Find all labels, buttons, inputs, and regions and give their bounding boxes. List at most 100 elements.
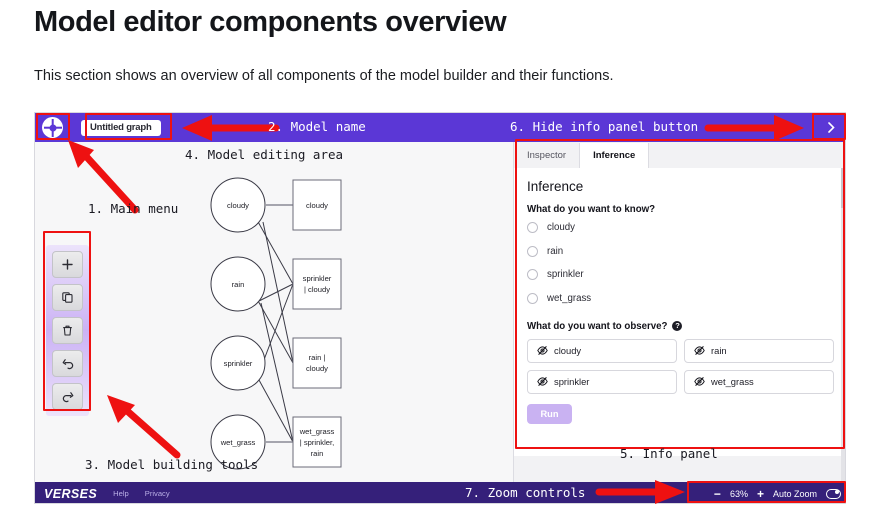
factor-sprinkler-given-cloudy[interactable] xyxy=(292,258,342,310)
know-option-wet-grass[interactable]: wet_grass xyxy=(527,292,834,304)
hide-info-panel-button[interactable] xyxy=(820,118,842,137)
know-option-cloudy[interactable]: cloudy xyxy=(527,222,834,233)
info-panel-footer xyxy=(514,456,845,482)
page-subtitle: This section shows an overview of all co… xyxy=(34,68,614,84)
factor-rain-given-cloudy[interactable] xyxy=(292,337,342,389)
know-question-text: What do you want to know? xyxy=(527,204,656,215)
annotation-3: 3. Model building tools xyxy=(85,457,259,472)
factor-label: wet_grass xyxy=(299,427,335,436)
duplicate-button[interactable] xyxy=(52,284,83,311)
know-option-label: sprinkler xyxy=(547,269,584,280)
observe-option-wet-grass[interactable]: wet_grass xyxy=(684,369,834,394)
observe-option-cloudy[interactable]: cloudy xyxy=(527,338,677,363)
eye-off-icon xyxy=(537,346,548,355)
annotation-7: 7. Zoom controls xyxy=(465,485,586,500)
eye-off-icon xyxy=(694,346,705,355)
model-graph[interactable]: cloudy rain sprinkler wet_grass cloudy s… xyxy=(35,142,513,482)
undo-button[interactable] xyxy=(52,350,83,377)
factor-wet-grass-given-sprinkler-rain[interactable] xyxy=(292,416,342,468)
know-option-label: rain xyxy=(547,245,564,257)
tab-inference[interactable]: Inference xyxy=(579,143,650,169)
highlight-model-name xyxy=(85,113,172,140)
trash-icon xyxy=(63,325,72,336)
node-rain[interactable] xyxy=(210,256,266,312)
radio-icon[interactable] xyxy=(527,292,538,304)
know-option-label: wet_grass xyxy=(547,292,592,304)
zoom-controls: − 63% + Auto Zoom xyxy=(714,488,841,500)
arrow-main-menu xyxy=(68,140,139,214)
auto-zoom-toggle[interactable] xyxy=(826,488,841,499)
know-option-label: cloudy xyxy=(547,222,576,233)
panel-divider xyxy=(513,142,514,482)
verses-pinwheel-icon[interactable] xyxy=(42,117,63,138)
annotation-4: 4. Model editing area xyxy=(185,147,344,162)
model-editing-area[interactable]: cloudy rain sprinkler wet_grass cloudy s… xyxy=(35,142,513,482)
undo-icon xyxy=(62,358,73,369)
factor-label: rain | xyxy=(309,353,326,362)
verses-brand-logo: VERSES xyxy=(44,486,98,501)
zoom-in-button[interactable]: + xyxy=(756,486,764,501)
arrow-model-name xyxy=(182,115,280,141)
eye-off-icon xyxy=(537,377,548,386)
run-button[interactable]: Run xyxy=(527,403,572,424)
annotation-2: 2. Model name xyxy=(268,119,366,134)
annotation-1: 1. Main menu xyxy=(88,201,179,216)
radio-icon[interactable] xyxy=(527,269,538,280)
highlight-main-menu xyxy=(36,113,70,140)
arrow-zoom-controls xyxy=(595,480,685,504)
annotation-6: 6. Hide info panel button xyxy=(510,119,699,134)
zoom-out-button[interactable]: − xyxy=(713,486,721,501)
help-link[interactable]: Help xyxy=(113,489,129,498)
observe-option-label: rain xyxy=(711,345,727,356)
observe-options-grid: cloudy rain sprinkler wet_grass xyxy=(527,338,834,394)
observe-option-rain[interactable]: rain xyxy=(684,338,834,363)
add-node-button[interactable] xyxy=(52,251,83,278)
factor-label: sprinkler xyxy=(303,274,332,283)
radio-icon[interactable] xyxy=(527,222,538,233)
annotation-5: 5. Info panel xyxy=(620,446,718,461)
privacy-link[interactable]: Privacy xyxy=(144,489,170,498)
auto-zoom-label: Auto Zoom xyxy=(772,488,817,499)
graph-factor-nodes: cloudy sprinkler | cloudy rain | cloudy … xyxy=(292,179,342,468)
factor-cloudy[interactable] xyxy=(292,179,342,231)
factor-label: cloudy xyxy=(306,201,328,210)
know-option-sprinkler[interactable]: sprinkler xyxy=(527,269,834,280)
inference-heading: Inference xyxy=(527,179,584,194)
know-question-label: What do you want to know? xyxy=(527,204,834,215)
info-panel-tabs: Inspector Inference xyxy=(514,142,845,169)
tab-inspector[interactable]: Inspector xyxy=(527,149,567,161)
radio-icon[interactable] xyxy=(527,245,538,257)
arrow-hide-button xyxy=(704,115,804,141)
page-title: Model editor components overview xyxy=(34,6,507,38)
chevron-right-icon xyxy=(827,122,835,133)
help-circle-icon[interactable]: ? xyxy=(672,321,683,331)
delete-button[interactable] xyxy=(52,317,83,344)
observe-question-label: What do you want to observe? ? xyxy=(527,321,834,332)
info-panel: Inspector Inference Inference What do yo… xyxy=(514,142,845,482)
copy-icon xyxy=(62,292,73,303)
observe-option-label: sprinkler xyxy=(554,376,590,387)
observe-option-sprinkler[interactable]: sprinkler xyxy=(527,369,677,394)
node-label: rain xyxy=(232,280,245,289)
arrow-model-tools xyxy=(107,395,181,459)
plus-icon xyxy=(62,259,73,270)
factor-label: | sprinkler, xyxy=(300,438,334,447)
zoom-level-label: 63% xyxy=(729,488,748,499)
highlight-info-panel xyxy=(515,139,845,449)
graph-edges xyxy=(256,204,294,443)
observe-question-text: What do you want to observe? xyxy=(527,320,668,332)
eye-off-icon xyxy=(694,377,705,386)
observe-option-label: cloudy xyxy=(554,345,582,356)
graph-circle-nodes: cloudy rain sprinkler wet_grass xyxy=(210,177,266,470)
node-sprinkler[interactable] xyxy=(210,335,266,391)
observe-option-label: wet_grass xyxy=(711,376,754,387)
model-name-field[interactable]: Untitled graph xyxy=(81,119,161,136)
factor-label: rain xyxy=(311,449,324,458)
app-bottombar: VERSES Help Privacy − 63% + Auto Zoom xyxy=(35,482,845,503)
node-label: wet_grass xyxy=(220,438,256,447)
know-option-rain[interactable]: rain xyxy=(527,245,834,257)
highlight-model-tools xyxy=(43,231,91,411)
node-cloudy[interactable] xyxy=(210,177,266,233)
node-wet-grass[interactable] xyxy=(210,414,266,470)
node-label: cloudy xyxy=(227,201,249,210)
